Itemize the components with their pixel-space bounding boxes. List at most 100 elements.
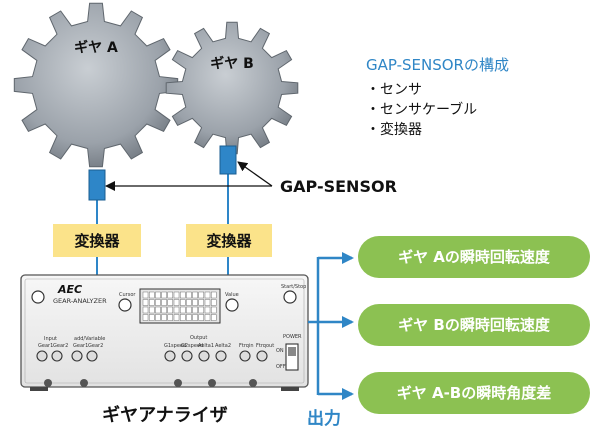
display-cell: [148, 306, 155, 314]
bnc-connector[interactable]: [239, 350, 251, 362]
output-channel-label: Aelta2: [215, 343, 231, 349]
output-result-a-label: ギヤ Aの瞬時回転速度: [398, 248, 551, 266]
screw-icon: [174, 379, 182, 387]
display-cell: [192, 291, 198, 299]
output-channel-label: Ftrqout: [256, 343, 274, 349]
bnc-connector[interactable]: [181, 350, 193, 362]
power-switch-toggle: [288, 347, 296, 356]
bnc-connector[interactable]: [215, 350, 227, 362]
display-cell: [204, 299, 211, 306]
power-off-label: OFF: [276, 364, 286, 370]
display-cell: [204, 291, 211, 299]
component-item: ・センサケーブル: [366, 101, 477, 118]
output-result-ab-label: ギヤ A-Bの瞬時角度差: [397, 384, 552, 402]
display-cell: [179, 291, 186, 299]
display-cell: [161, 314, 167, 321]
display-cells: [142, 291, 217, 321]
bnc-connector[interactable]: [36, 350, 48, 362]
left-knob[interactable]: [31, 290, 45, 304]
display-cell: [198, 291, 205, 299]
cursor-label: Cursor: [119, 292, 136, 298]
cursor-knob[interactable]: [118, 298, 132, 312]
bnc-connector[interactable]: [71, 350, 83, 362]
display-cell: [155, 291, 161, 299]
analyzer-caption: ギヤアナライザ: [102, 405, 228, 426]
display-cell: [186, 306, 192, 314]
display-cell: [167, 306, 174, 314]
sensor-b-arrow: [237, 161, 273, 187]
display-cell: [155, 299, 161, 306]
input-variable-label: add/Variable: [74, 336, 105, 342]
bnc-connector[interactable]: [164, 350, 176, 362]
start-stop-label: Start/Stop: [281, 284, 306, 290]
input-label: Input: [44, 336, 57, 342]
component-item: ・センサ: [366, 82, 422, 98]
output-channel-label: G2speed: [181, 343, 203, 349]
display-cell: [167, 291, 174, 299]
bnc-connector[interactable]: [198, 350, 210, 362]
input-sub-label: Gear1: [73, 343, 88, 349]
display-cell: [186, 291, 192, 299]
display-cell: [142, 306, 149, 314]
display-cell: [210, 299, 217, 306]
input-sub-label: Gear2: [88, 343, 103, 349]
display-cell: [167, 314, 174, 321]
output-result-b: ギヤ Bの瞬時回転速度: [358, 304, 590, 346]
output-result-b-label: ギヤ Bの瞬時回転速度: [398, 316, 551, 334]
component-list-title: GAP-SENSORの構成: [366, 56, 509, 74]
display-cell: [173, 306, 180, 314]
power-label: POWER: [283, 334, 302, 340]
display-cell: [198, 314, 205, 321]
display-cell: [179, 299, 186, 306]
output-channel-label: Aelta1: [198, 343, 214, 349]
display-cell: [198, 299, 205, 306]
converter-b-box: [186, 224, 272, 257]
input-sub-label: Gear2: [53, 343, 68, 349]
screw-icon: [249, 379, 257, 387]
gear-a: ギヤ A: [13, 2, 179, 168]
component-item: ・変換器: [366, 121, 422, 138]
display-cell: [179, 306, 186, 314]
output-arrows: [308, 252, 354, 400]
display-cell: [148, 314, 155, 321]
display-cell: [210, 291, 217, 299]
gear-a-label: ギヤ A: [74, 39, 118, 56]
display-cell: [142, 314, 149, 321]
value-knob[interactable]: [225, 298, 239, 312]
bnc-connector[interactable]: [256, 350, 268, 362]
screw-icon: [208, 379, 216, 387]
display-cell: [204, 306, 211, 314]
analyzer-brand: AEC: [57, 283, 82, 296]
output-panel-label: Output: [190, 335, 207, 341]
bnc-connector[interactable]: [86, 350, 98, 362]
component-list: GAP-SENSORの構成 ・センサ ・センサケーブル ・変換器: [366, 56, 509, 138]
display-cell: [148, 299, 155, 306]
gear-b: ギヤ B: [165, 21, 299, 155]
display-cell: [192, 314, 198, 321]
gear-b-label: ギヤ B: [210, 55, 254, 72]
bnc-connector[interactable]: [51, 350, 63, 362]
output-result-ab: ギヤ A-Bの瞬時角度差: [358, 372, 590, 414]
value-label: Value: [225, 292, 239, 298]
converter-a: 変換器: [53, 224, 141, 257]
display-cell: [173, 299, 180, 306]
gear-analyzer-device: AEC GEAR-ANALYZER Cursor Value Start/Sto…: [20, 274, 309, 391]
power-on-label: ON: [276, 348, 284, 354]
gap-sensor-label: GAP-SENSOR: [280, 177, 397, 196]
display-cell: [192, 299, 198, 306]
sensor-a: [88, 169, 106, 201]
output-connectors: [164, 350, 268, 387]
start-stop-button[interactable]: [283, 290, 297, 304]
display-cell: [161, 291, 167, 299]
display-cell: [210, 314, 217, 321]
display-cell: [161, 306, 167, 314]
display-cell: [173, 314, 180, 321]
display-cell: [167, 299, 174, 306]
display-cell: [179, 314, 186, 321]
converter-b-label: 変換器: [206, 232, 252, 250]
display-cell: [186, 299, 192, 306]
input-connectors: [36, 350, 98, 387]
display-cell: [210, 306, 217, 314]
display-cell: [198, 306, 205, 314]
